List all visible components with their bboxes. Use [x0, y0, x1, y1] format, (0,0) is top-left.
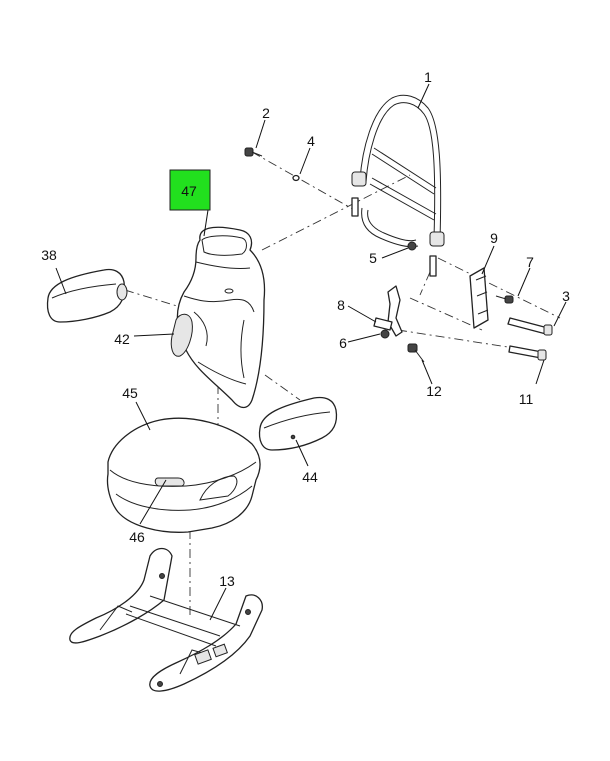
- bolt-part-7: [495, 295, 514, 304]
- callout-47[interactable]: 47: [181, 183, 197, 199]
- callout-12[interactable]: 12: [426, 383, 442, 399]
- nut-part-6: [380, 329, 390, 339]
- washer-part-4: [292, 174, 300, 182]
- seat-back-part-47: [170, 226, 266, 409]
- callout-9[interactable]: 9: [490, 230, 498, 246]
- frame-bushing-icon: [429, 231, 445, 247]
- seat-cushion-part-45: [106, 417, 261, 533]
- seat-frame-part-13: [69, 547, 263, 692]
- seat-adjust-handle-icon: [154, 477, 185, 487]
- callout-8[interactable]: 8: [337, 297, 345, 313]
- nut-part-5: [407, 241, 417, 251]
- callout-42[interactable]: 42: [114, 331, 130, 347]
- callout-7[interactable]: 7: [526, 254, 534, 270]
- callout-5[interactable]: 5: [369, 250, 377, 266]
- armrest-part-38: [46, 268, 128, 323]
- frame-bushing-icon: [351, 171, 367, 187]
- callout-6[interactable]: 6: [339, 335, 347, 351]
- assembly-lines: [124, 151, 561, 615]
- callout-labels: 1 2 4 5 9 7 3 8 6 12 11 47 38 42 45 44 4…: [41, 69, 570, 589]
- callout-13[interactable]: 13: [219, 573, 235, 589]
- armrest-part-44: [258, 396, 338, 451]
- callout-4[interactable]: 4: [307, 133, 315, 149]
- mounting-plate-part-9: [469, 267, 489, 329]
- callout-1[interactable]: 1: [424, 69, 432, 85]
- callout-3[interactable]: 3: [562, 288, 570, 304]
- callout-38[interactable]: 38: [41, 247, 57, 263]
- callout-2[interactable]: 2: [262, 105, 270, 121]
- bolt-part-3: [507, 317, 553, 336]
- callout-45[interactable]: 45: [122, 385, 138, 401]
- highlight-box-47[interactable]: [169, 169, 211, 211]
- callout-11[interactable]: 11: [519, 391, 534, 407]
- guard-frame-part: [351, 94, 445, 277]
- bolt-part-11: [508, 345, 547, 361]
- bolt-part-12: [407, 343, 425, 363]
- bracket-part-8: [373, 285, 403, 337]
- recline-lever-icon: [170, 313, 193, 357]
- callout-46[interactable]: 46: [129, 529, 145, 545]
- bolt-part-2: [244, 147, 263, 157]
- leader-lines: [55, 83, 567, 621]
- callout-44[interactable]: 44: [302, 469, 318, 485]
